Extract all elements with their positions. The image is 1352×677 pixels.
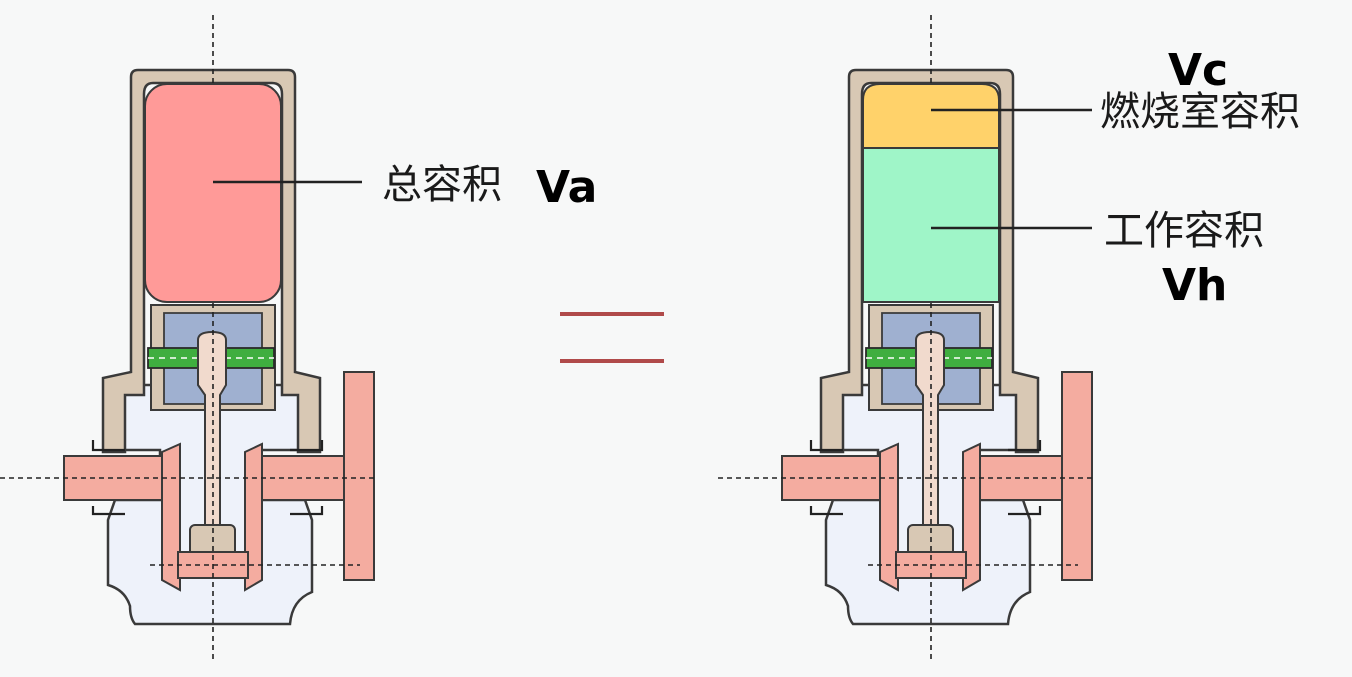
working-volume-label: 工作容积 [1104,208,1264,254]
combustion-volume-symbol: Vc [1168,45,1228,96]
total-volume-label: 总容积 [382,162,502,208]
left-engine: 总容积 Va [0,13,597,662]
equals-sign [560,312,664,363]
combustion-volume-label: 燃烧室容积 [1100,89,1300,135]
combustion-volume-region [862,83,1000,149]
total-volume-region [144,83,282,303]
working-volume-symbol: Vh [1162,260,1227,311]
working-volume-region [862,147,1000,303]
total-volume-symbol: Va [536,162,597,213]
right-engine: Vc 燃烧室容积 工作容积 Vh [716,13,1300,662]
